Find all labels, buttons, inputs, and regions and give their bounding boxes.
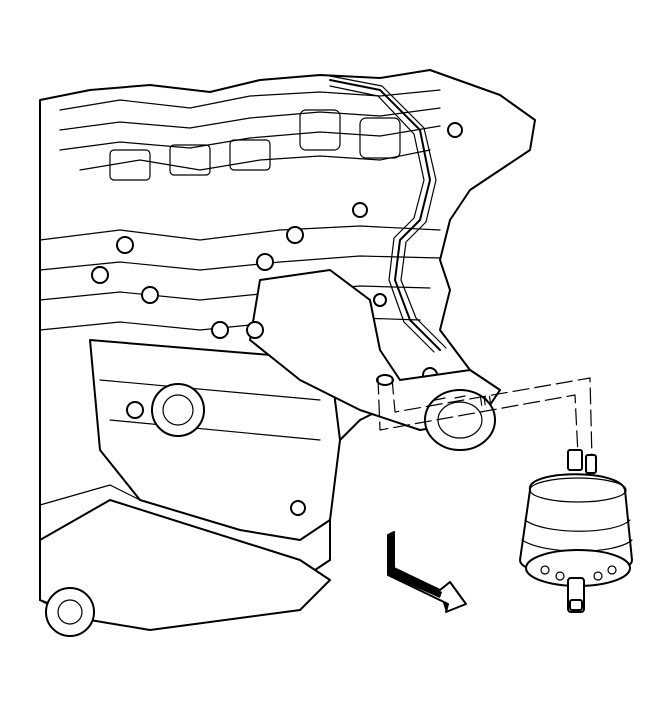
mount-direction-label: IN bbox=[478, 393, 492, 409]
alignment-lines: IN bbox=[377, 377, 593, 461]
direction-arrow bbox=[387, 531, 467, 613]
mount-bracket bbox=[246, 269, 501, 451]
engine-mount bbox=[519, 449, 633, 613]
